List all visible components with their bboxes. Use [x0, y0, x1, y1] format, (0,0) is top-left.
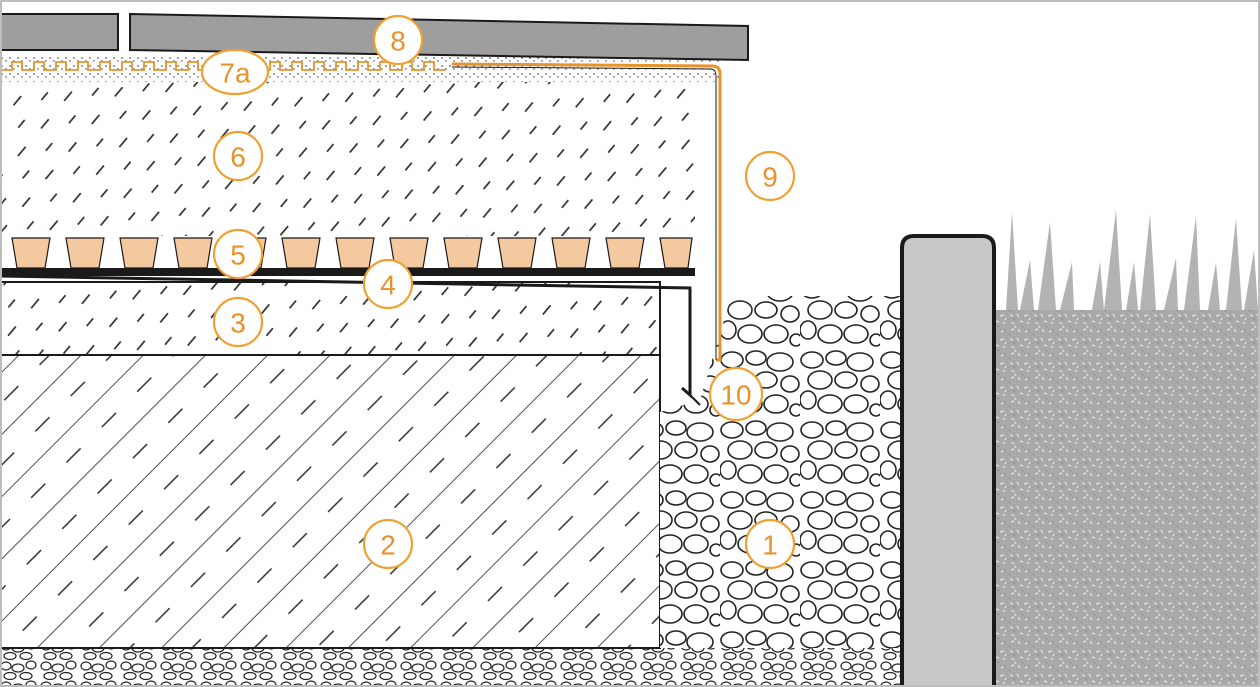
callout-6: 6	[212, 130, 264, 182]
layer-4-membrane	[0, 274, 692, 399]
layer-7a-bedding	[0, 56, 720, 82]
label-4: 4	[380, 270, 396, 301]
curb-stone	[900, 234, 996, 687]
layer-8-tile-left	[0, 13, 119, 51]
callout-7a: 7a	[200, 48, 270, 96]
callout-2: 2	[362, 518, 414, 570]
layer-5-drainage-mat	[0, 237, 695, 276]
callout-8: 8	[372, 14, 424, 66]
base-gravel-strip	[0, 648, 900, 687]
label-7a: 7a	[219, 58, 251, 89]
item-9-edge-profile	[451, 62, 722, 362]
label-9: 9	[762, 162, 778, 193]
layer-7a-uncoupling-mat	[0, 61, 446, 71]
callout-1: 1	[744, 518, 796, 570]
callout-10: 10	[708, 366, 764, 422]
layer-2-concrete	[0, 354, 661, 649]
label-6: 6	[230, 142, 246, 173]
soil-right	[996, 310, 1260, 687]
label-1: 1	[762, 530, 778, 561]
callout-3: 3	[212, 296, 264, 348]
label-10: 10	[720, 380, 751, 411]
label-3: 3	[230, 308, 246, 339]
layer-8-tile-main	[129, 12, 749, 62]
label-8: 8	[390, 26, 406, 57]
callout-4: 4	[362, 258, 414, 310]
item-9-edge-profile-inner	[451, 66, 717, 360]
grass-blades	[1006, 210, 1258, 310]
label-5: 5	[230, 240, 246, 271]
label-2: 2	[380, 530, 396, 561]
callout-5: 5	[212, 228, 264, 280]
membrane-drip	[689, 394, 701, 406]
layer-6-screed	[0, 82, 695, 236]
callout-9: 9	[744, 150, 796, 202]
layer-3-screed	[0, 281, 661, 356]
